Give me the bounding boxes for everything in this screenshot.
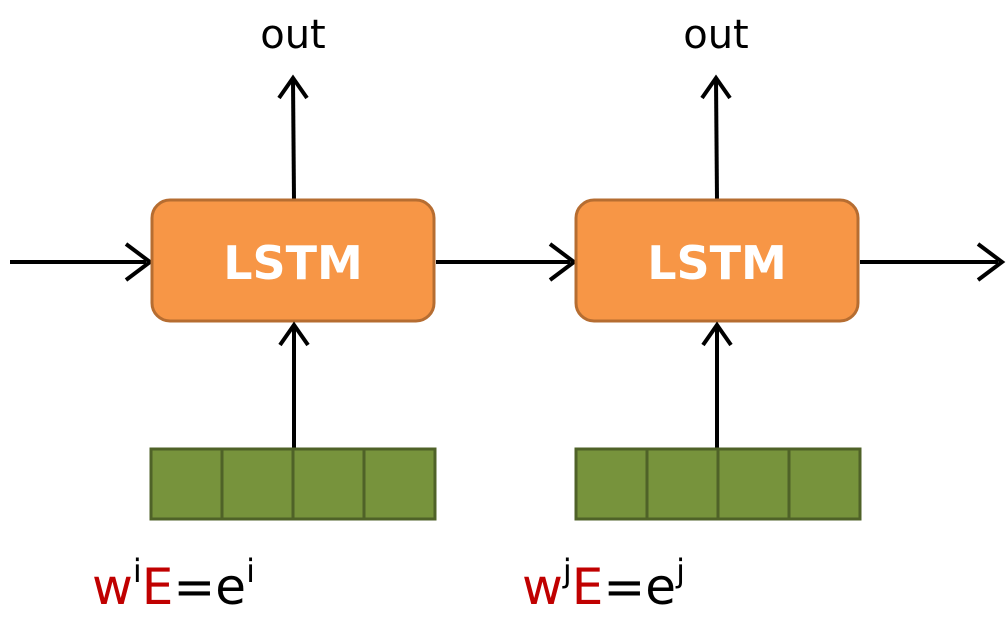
formula-w-sup: i bbox=[133, 552, 142, 590]
formula-e-sup: j bbox=[675, 552, 685, 590]
formula-E: E bbox=[142, 558, 174, 616]
formula-w: w bbox=[522, 558, 563, 616]
cell-1: out LSTM wiE=ei bbox=[92, 12, 437, 616]
embedding-segment bbox=[220, 447, 295, 521]
input-arrow bbox=[10, 242, 154, 282]
lstm-label-1: LSTM bbox=[223, 236, 363, 290]
formula-E: E bbox=[572, 558, 604, 616]
formula-eq: = bbox=[603, 558, 645, 616]
output-arrow-2 bbox=[700, 74, 732, 201]
cell-2: out LSTM wjE=ej bbox=[522, 12, 862, 616]
embedding-segment bbox=[716, 447, 791, 521]
embedding-arrow-2 bbox=[701, 321, 733, 448]
embedding-segment bbox=[787, 447, 862, 521]
embedding-segment bbox=[362, 447, 437, 521]
formula-2: wjE=ej bbox=[522, 552, 685, 616]
embedding-segment bbox=[645, 447, 720, 521]
output-label-2: out bbox=[683, 12, 749, 58]
embedding-vector-2 bbox=[574, 447, 862, 521]
lstm-box-2 bbox=[574, 198, 860, 323]
lstm-label-2: LSTM bbox=[647, 236, 787, 290]
output-arrow-1 bbox=[277, 74, 309, 201]
embedding-segment bbox=[291, 447, 366, 521]
formula-e: e bbox=[215, 558, 246, 616]
formula-eq: = bbox=[173, 558, 215, 616]
embedding-segment bbox=[149, 447, 224, 521]
formula-e-sup: i bbox=[246, 552, 255, 590]
output-label-1: out bbox=[260, 12, 326, 58]
formula-w: w bbox=[92, 558, 133, 616]
exit-arrow bbox=[860, 242, 1006, 282]
formula-e: e bbox=[645, 558, 676, 616]
embedding-arrow-1 bbox=[278, 321, 310, 448]
recurrent-arrow bbox=[436, 242, 578, 282]
embedding-vector-1 bbox=[149, 447, 437, 521]
lstm-box-1 bbox=[150, 198, 436, 323]
embedding-segment bbox=[574, 447, 649, 521]
formula-w-sup: j bbox=[562, 552, 572, 590]
formula-1: wiE=ei bbox=[92, 552, 255, 616]
